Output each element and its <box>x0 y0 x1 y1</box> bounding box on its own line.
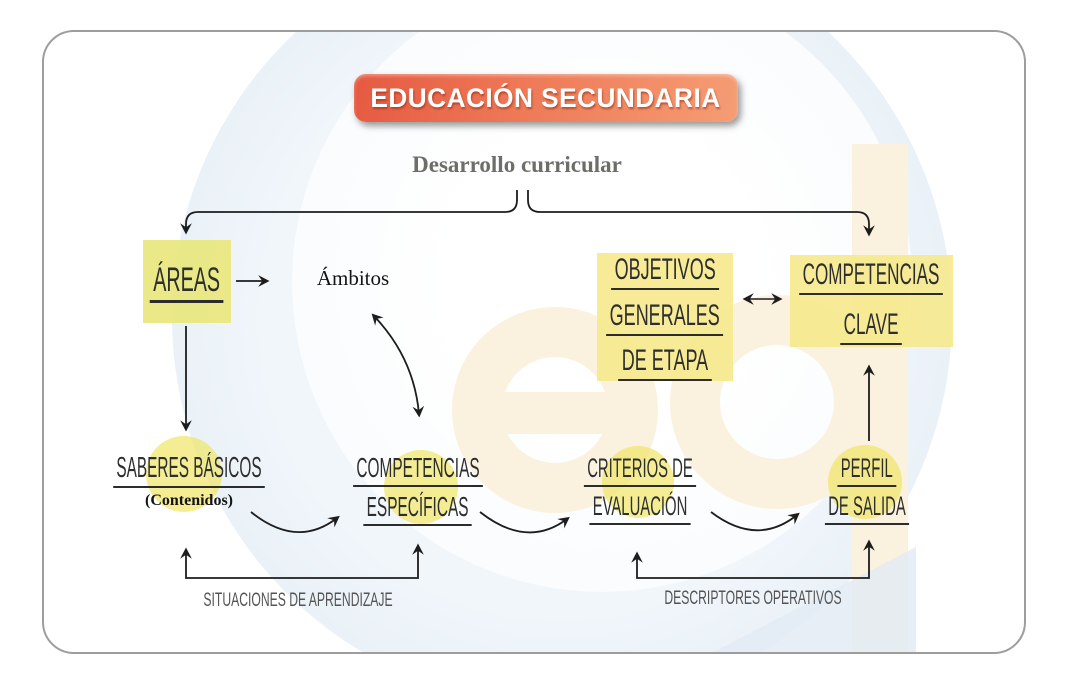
node-ambitos: Ámbitos <box>317 266 389 291</box>
node-clave-line1: COMPETENCIAS <box>799 258 944 295</box>
node-especificas-line2: ESPECÍFICAS <box>363 491 473 526</box>
label-descriptores-operativos: DESCRIPTORES OPERATIVOS <box>615 589 892 609</box>
node-objetivos-line2: GENERALES <box>606 299 724 336</box>
watermark-letter-e-bar <box>472 392 638 434</box>
highlight-circle-criterios <box>602 446 674 518</box>
node-especificas-line1: COMPETENCIAS <box>353 452 483 487</box>
highlight-circle-especificas <box>384 450 458 524</box>
title-banner: EDUCACIÓN SECUNDARIA <box>354 74 738 122</box>
title-banner-label: EDUCACIÓN SECUNDARIA <box>370 82 722 113</box>
node-perfil-salida: PERFIL DE SALIDA <box>790 453 943 525</box>
node-ambitos-label: Ámbitos <box>316 266 390 290</box>
node-areas: ÁREAS <box>143 240 231 323</box>
node-perfil-line2: DE SALIDA <box>824 491 910 525</box>
node-competencias-especificas: COMPETENCIAS ESPECÍFICAS <box>300 452 536 526</box>
node-criterios-evaluacion: CRITERIOS DE EVALUACIÓN <box>538 453 742 525</box>
node-competencias-clave: COMPETENCIAS CLAVE <box>790 255 953 347</box>
node-clave-line2: CLAVE <box>840 308 903 345</box>
highlight-circle-perfil <box>828 445 902 519</box>
label-descriptores-text: DESCRIPTORES OPERATIVOS <box>664 588 842 609</box>
node-areas-label: ÁREAS <box>150 261 224 303</box>
node-criterios-line2: EVALUACIÓN <box>589 491 691 525</box>
node-saberes-note: (Contenidos) <box>144 492 233 509</box>
label-situaciones-text: SITUACIONES DE APRENDIZAJE <box>203 590 393 611</box>
node-perfil-line1: PERFIL <box>837 453 897 487</box>
watermark-logo-letters <box>452 144 916 652</box>
node-objetivos-line1: OBJETIVOS <box>610 253 720 290</box>
subtitle-desarrollo-curricular: Desarrollo curricular <box>412 152 622 177</box>
label-situaciones-aprendizaje: SITUACIONES DE APRENDIZAJE <box>150 591 446 611</box>
node-saberes-label: SABERES BÁSICOS <box>113 452 265 488</box>
node-saberes-basicos: SABERES BÁSICOS (Contenidos) <box>46 452 332 510</box>
node-objetivos-generales: OBJETIVOS GENERALES DE ETAPA <box>597 253 733 381</box>
highlight-circle-saberes <box>146 436 222 512</box>
node-objetivos-line3: DE ETAPA <box>618 344 712 381</box>
node-criterios-line1: CRITERIOS DE <box>583 453 697 487</box>
